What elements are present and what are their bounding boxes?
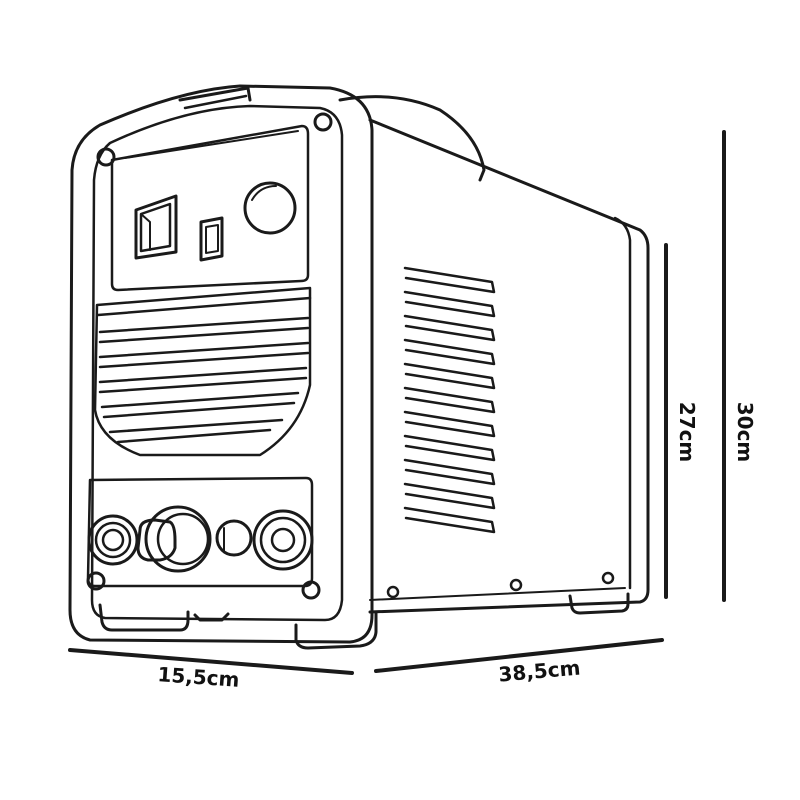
top-handle [178, 86, 252, 102]
rear-foot [568, 592, 630, 615]
front-foot [294, 610, 378, 650]
terminal-socket-icon[interactable] [87, 514, 139, 566]
depth-dimension-line [374, 638, 664, 673]
current-knob-icon[interactable] [243, 181, 297, 235]
gas-connector-icon[interactable] [215, 519, 253, 557]
front-grille-slots [96, 296, 312, 444]
screw-icon [386, 585, 400, 599]
screw-icon [509, 578, 523, 592]
back-cover [338, 95, 486, 182]
control-panel [110, 124, 310, 292]
front-frame [68, 84, 374, 644]
side-vents [403, 266, 496, 534]
front-foot [98, 603, 190, 632]
indicator-light-icon [199, 216, 224, 262]
screw-icon [601, 571, 615, 585]
front-frame-inner [90, 104, 344, 622]
terminal-socket-icon[interactable] [252, 509, 314, 571]
height-body-label: 27cm [675, 402, 699, 463]
screw-icon [96, 147, 116, 167]
depth-label: 38,5cm [497, 655, 581, 686]
width-label: 15,5cm [157, 662, 241, 692]
connector-panel [86, 476, 314, 588]
height-total-label: 30cm [733, 402, 757, 463]
torch-connector-icon[interactable] [136, 505, 212, 573]
side-panel [368, 118, 650, 614]
width-dimension-line [68, 648, 354, 675]
front-grille [93, 286, 312, 457]
power-switch-icon[interactable] [134, 194, 178, 260]
side-panel-rim [613, 216, 632, 590]
screw-icon [313, 112, 333, 132]
